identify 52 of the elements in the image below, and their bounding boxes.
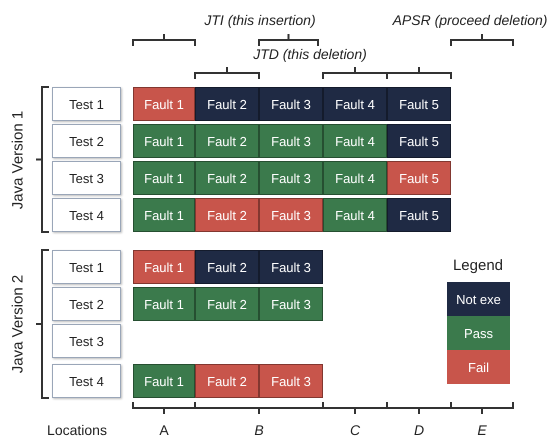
fault-cell: Fault 1	[133, 364, 195, 398]
fault-cell: Fault 2	[195, 161, 259, 195]
fault-cell: Fault 1	[133, 287, 195, 321]
fault-cell: Fault 3	[259, 287, 323, 321]
fault-cell: Fault 1	[133, 87, 195, 121]
fault-cell: Fault 2	[195, 364, 259, 398]
bracket-label: JTD (this deletion)	[253, 46, 367, 62]
fault-cell: Fault 5	[387, 87, 451, 121]
fault-cell: Fault 5	[387, 198, 451, 232]
group-label: Java Version 1	[10, 110, 26, 210]
location-label: C	[350, 422, 360, 438]
fault-cell: Fault 5	[387, 124, 451, 158]
legend-title: Legend	[452, 257, 504, 274]
test-box: Test 4	[52, 198, 121, 232]
test-box: Test 3	[52, 324, 121, 358]
fault-cell: Fault 3	[259, 364, 323, 398]
fault-cell: Fault 3	[259, 198, 323, 232]
test-box: Test 1	[52, 250, 121, 284]
fault-cell: Fault 1	[133, 161, 195, 195]
location-label: B	[254, 422, 264, 438]
fault-cell: Fault 1	[133, 124, 195, 158]
fault-cell: Fault 4	[323, 161, 387, 195]
fault-cell: Fault 2	[195, 87, 259, 121]
fault-cell: Fault 1	[133, 250, 195, 284]
bracket-label: APSR (proceed deletion)	[392, 12, 548, 28]
group-label: Java Version 2	[10, 274, 26, 374]
fault-cell: Fault 1	[133, 198, 195, 232]
fault-cell: Fault 2	[195, 198, 259, 232]
bracket-label: JTI (this insertion)	[204, 12, 316, 28]
test-box: Test 3	[52, 161, 121, 195]
fault-cell: Fault 2	[195, 287, 259, 321]
location-label: D	[414, 422, 424, 438]
location-label: E	[477, 422, 487, 438]
fault-cell: Fault 3	[259, 250, 323, 284]
fault-cell: Fault 3	[259, 87, 323, 121]
legend-swatch: Pass	[447, 316, 510, 350]
fault-cell: Fault 4	[323, 87, 387, 121]
test-box: Test 2	[52, 124, 121, 158]
fault-cell: Fault 3	[259, 124, 323, 158]
fault-cell: Fault 4	[323, 198, 387, 232]
test-box: Test 4	[52, 364, 121, 398]
legend-swatch: Not exe	[447, 282, 510, 316]
test-box: Test 1	[52, 87, 121, 121]
fault-cell: Fault 3	[259, 161, 323, 195]
fault-cell: Fault 2	[195, 124, 259, 158]
fault-cell: Fault 5	[387, 161, 451, 195]
fault-cell: Fault 2	[195, 250, 259, 284]
test-box: Test 2	[52, 287, 121, 321]
location-label: A	[159, 422, 169, 438]
legend-swatch: Fail	[447, 350, 510, 384]
fault-cell: Fault 4	[323, 124, 387, 158]
axis-label: Locations	[47, 422, 107, 438]
